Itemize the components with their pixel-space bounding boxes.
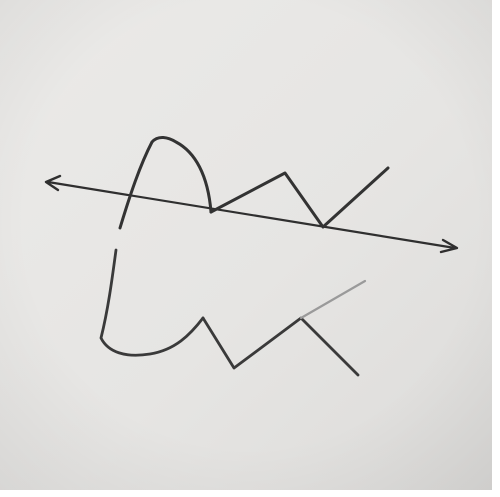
bottom-border [0, 490, 500, 497]
right-border [492, 0, 500, 497]
